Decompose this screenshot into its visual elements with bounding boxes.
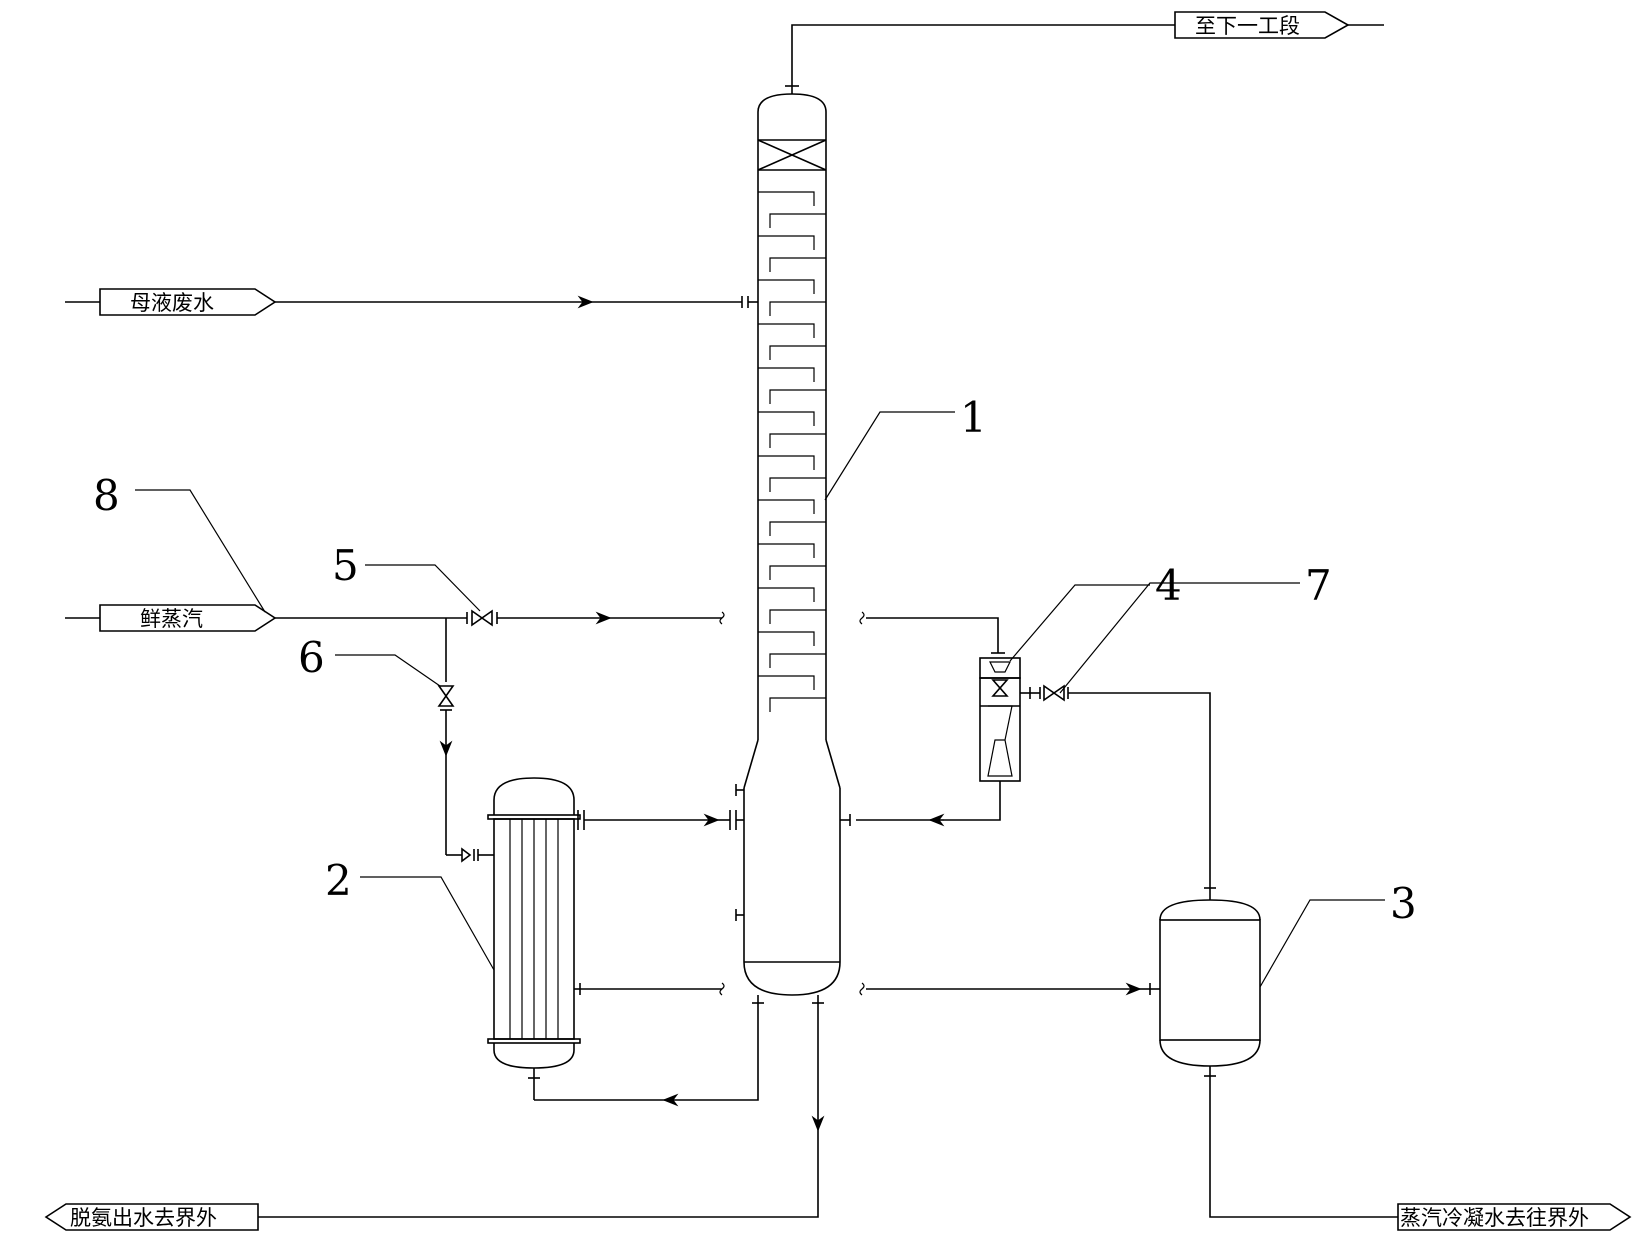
tray-baffle [769, 213, 826, 228]
flash-vapor-line [1030, 684, 1216, 900]
tag-fresh-steam-label: 鲜蒸汽 [140, 607, 203, 631]
deammoniated-water-line [258, 995, 825, 1218]
tag-to-next-section-label: 至下一工段 [1195, 14, 1300, 38]
tag-mother-liquor: 母液废水 [65, 288, 277, 316]
tag-fresh-steam: 鲜蒸汽 [65, 604, 277, 632]
callout-2: 2 [325, 856, 352, 905]
valve-5[interactable] [471, 609, 493, 627]
bottoms-circulation-line [528, 995, 764, 1107]
tray-baffle [758, 411, 815, 426]
callout-7: 7 [1305, 561, 1332, 610]
tray-baffle [769, 609, 826, 624]
callout-3: 3 [1390, 879, 1417, 928]
reboiler-condensate-line [580, 982, 1160, 996]
tray-baffle [758, 675, 815, 690]
tray-baffle [758, 499, 815, 514]
tray-baffle [769, 653, 826, 668]
tray-baffle [758, 631, 815, 646]
tag-to-next-section: 至下一工段 [1174, 11, 1384, 39]
tray-baffle [758, 279, 815, 294]
stripping-column [735, 93, 841, 996]
steam-branch [437, 618, 494, 863]
callout-6: 6 [298, 633, 325, 682]
tray-baffle [769, 521, 826, 536]
valve-7[interactable] [1043, 684, 1065, 702]
tray-baffle [769, 257, 826, 272]
ejector-discharge-line [840, 781, 1001, 827]
tray-baffle [769, 301, 826, 316]
reboiler-vapor-return [577, 810, 744, 830]
steam-header [275, 609, 999, 653]
tray-baffle [769, 565, 826, 580]
tag-mother-liquor-label: 母液废水 [130, 291, 214, 315]
tray-baffle [758, 587, 815, 602]
callout-8: 8 [93, 471, 120, 520]
tag-steam-condensate: 蒸汽冷凝水去往界外 [1397, 1203, 1632, 1231]
column-trays [758, 191, 826, 712]
tag-steam-condensate-label: 蒸汽冷凝水去往界外 [1400, 1206, 1589, 1230]
callout-1: 1 [960, 393, 987, 442]
tag-deammoniated-water-label: 脱氨出水去界外 [70, 1206, 217, 1230]
tray-baffle [758, 455, 815, 470]
tray-baffle [769, 389, 826, 404]
valve-6[interactable] [437, 685, 455, 707]
tray-baffle [758, 323, 815, 338]
tray-baffle [769, 433, 826, 448]
tray-baffle [769, 477, 826, 492]
reboiler [487, 777, 581, 1069]
callouts: 1 2 3 4 5 6 7 8 [93, 393, 1417, 988]
tray-baffle [758, 367, 815, 382]
callout-4: 4 [1155, 561, 1182, 610]
callout-5: 5 [332, 541, 359, 590]
tray-baffle [758, 235, 815, 250]
feed-line [275, 295, 758, 309]
tag-deammoniated-water: 脱氨出水去界外 [44, 1203, 259, 1231]
overhead-vapor-line [785, 24, 1175, 94]
tray-baffle [769, 345, 826, 360]
steam-ejector [979, 652, 1031, 782]
tray-baffle [758, 191, 815, 206]
tray-baffle [769, 697, 826, 712]
tray-baffle [758, 543, 815, 558]
flash-drum [1159, 899, 1398, 1218]
